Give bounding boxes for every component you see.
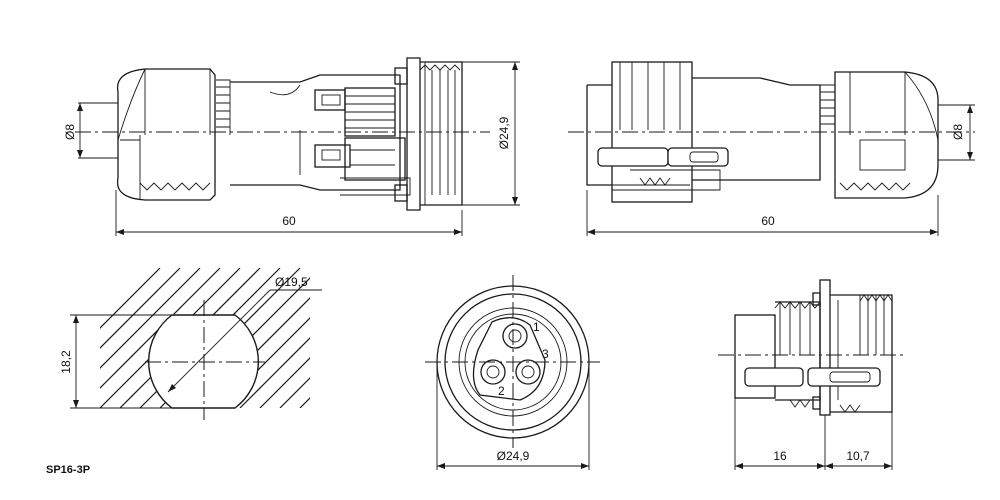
front-face-view: 1 2 3 Ø24,9 [425,275,600,470]
socket-cable-dia-label: Ø8 [951,124,965,140]
cutout-flat-label: 18,2 [59,350,73,374]
pin-1-label: 1 [533,320,540,334]
pin-3-label: 3 [542,347,549,361]
panel-cutout-view: Ø19,5 18,2 [59,268,322,420]
panel-length-b-label: 10,7 [846,449,870,463]
plug-cable-dia-label: Ø8 [63,124,77,140]
pin-2-label: 2 [498,384,505,398]
socket-side-view: Ø8 60 [568,61,975,236]
plug-length-label: 60 [282,214,296,228]
cutout-dia-label: Ø19,5 [275,275,308,289]
front-dia-label: Ø24,9 [497,449,530,463]
socket-length-label: 60 [761,214,775,228]
panel-length-a-label: 16 [773,449,787,463]
plug-body-dia-label: Ø24,9 [497,116,511,149]
part-code-label: SP16-3P [46,464,90,476]
plug-side-view: Ø8 Ø24,9 60 [63,57,520,236]
panel-socket-view: 16 10,7 [718,279,905,470]
